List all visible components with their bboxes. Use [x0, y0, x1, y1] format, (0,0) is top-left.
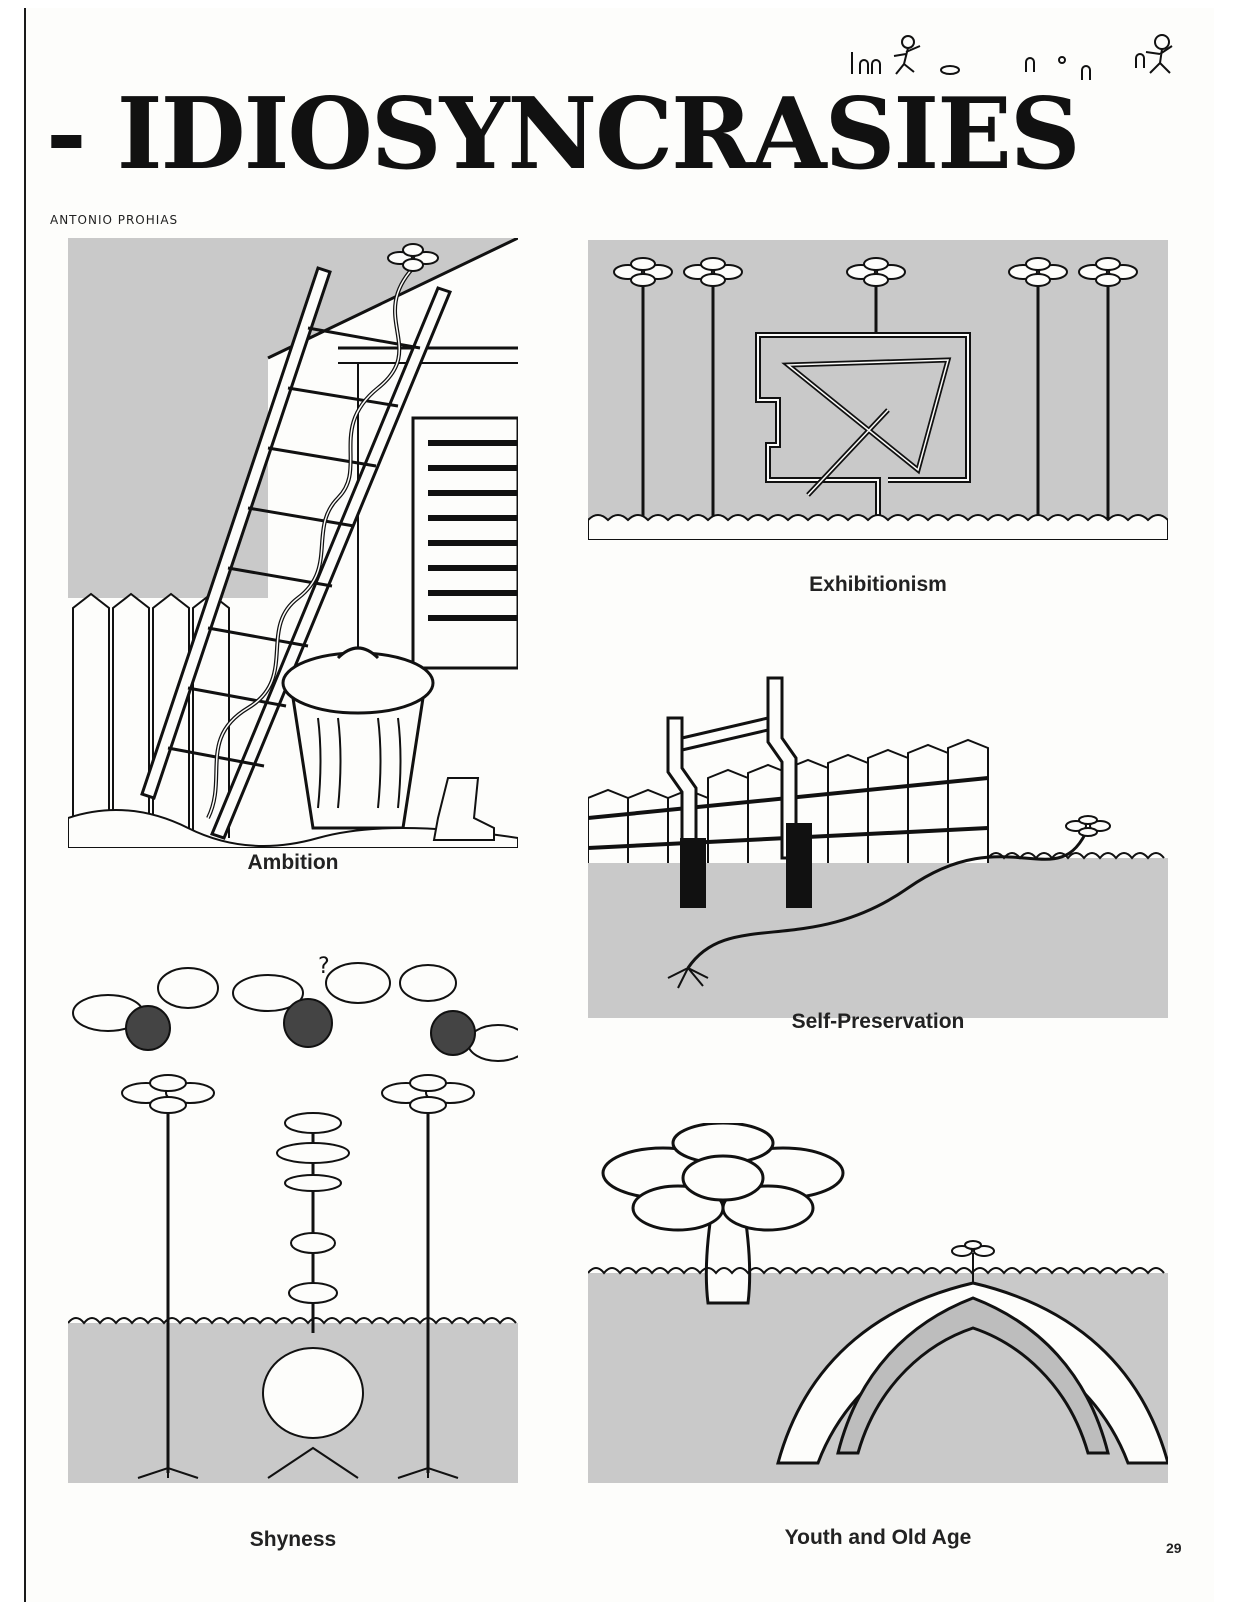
header-doodle-figures [846, 22, 1186, 86]
caption-self-preservation: Self-Preservation [791, 1010, 965, 1033]
caption-shyness: Shyness [249, 1528, 337, 1551]
author-byline: ANTONIO PROHIAS [50, 213, 179, 227]
cartoon-shyness: ? [68, 953, 518, 1483]
cartoon-exhibitionism [588, 240, 1168, 540]
caption-exhibitionism: Exhibitionism [809, 573, 947, 596]
cartoon-self-preservation [588, 658, 1168, 1018]
svg-text:?: ? [318, 954, 330, 979]
cartoon-ambition [68, 238, 518, 848]
magazine-page: - IDIOSYNCRASIES ANTONIO PROHIAS [24, 8, 1214, 1602]
cartoon-youth-and-old-age [588, 1123, 1168, 1483]
caption-youth-and-old-age: Youth and Old Age [784, 1526, 972, 1549]
caption-ambition: Ambition [247, 851, 339, 874]
article-title: - IDIOSYNCRASIES [46, 77, 1081, 192]
page-number: 29 [1166, 1540, 1182, 1556]
